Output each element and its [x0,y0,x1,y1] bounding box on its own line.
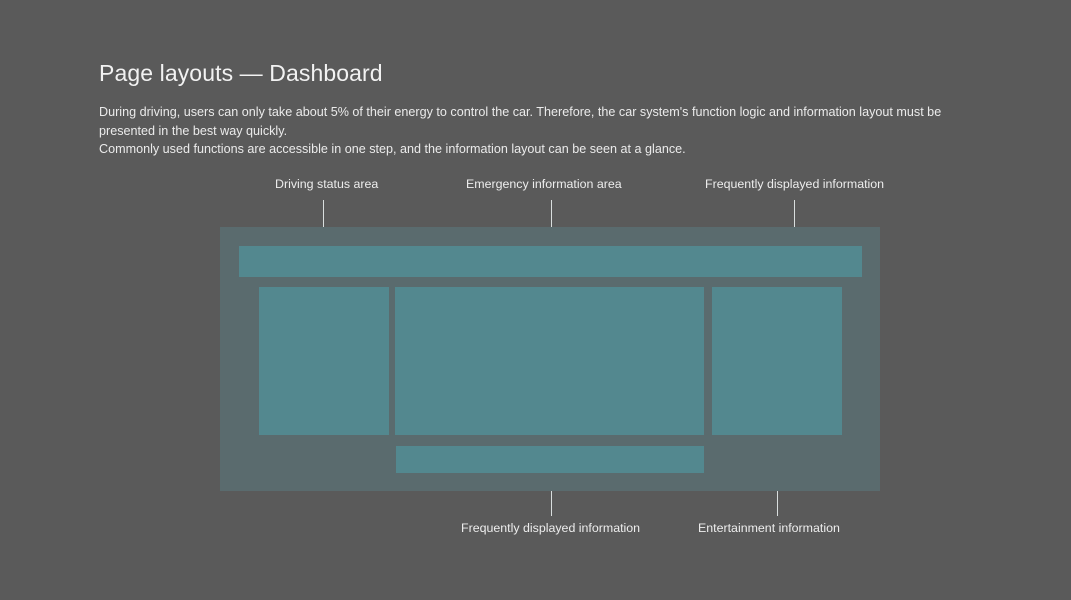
callout-label-frequently-displayed-bottom: Frequently displayed information [461,521,641,535]
callout-label-entertainment-information: Entertainment information [698,521,840,535]
layout-block-driving-status [259,287,389,435]
callout-label-frequently-displayed-top: Frequently displayed information [705,177,885,191]
intro-paragraph: During driving, users can only take abou… [99,103,974,159]
layout-block-bottom-bar [396,446,704,473]
layout-block-entertainment [712,287,842,435]
layout-block-top-bar [239,246,862,277]
intro-paragraph-line-2: Commonly used functions are accessible i… [99,142,686,156]
page-title: Page layouts — Dashboard [99,60,383,86]
intro-paragraph-line-1: During driving, users can only take abou… [99,105,942,138]
dashboard-layout-diagram [220,227,880,491]
callout-label-emergency-information: Emergency information area [466,177,622,191]
layout-block-emergency-information [395,287,704,435]
callout-label-driving-status: Driving status area [275,177,379,191]
